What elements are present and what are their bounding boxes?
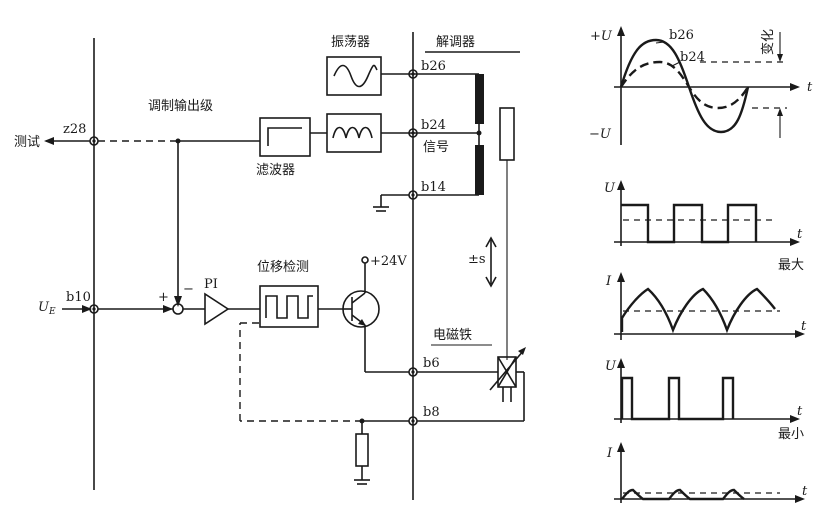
i-label-min: I: [606, 446, 613, 461]
terminal-label-b10: b10: [66, 290, 91, 305]
filter-block: [259, 117, 311, 157]
displacement-detection-label: 位移检测: [257, 260, 309, 275]
oscillator-label: 振荡器: [331, 35, 370, 50]
minus-u-label: −U: [589, 127, 612, 142]
demodulator-label: 解调器: [436, 35, 475, 50]
waveform-graph-u-min: U t 最小: [605, 358, 804, 442]
min-label: 最小: [778, 427, 804, 442]
waveform-graph-b26-b24: +U −U t b26 b24 变化: [589, 26, 813, 145]
t-label-2: t: [797, 227, 803, 242]
electromagnet-label: 电磁铁: [433, 328, 472, 343]
modulator-output-stage-label: 调制输出级: [148, 98, 213, 114]
b26-wave-label: b26: [669, 28, 694, 43]
pi-amplifier: [204, 292, 230, 326]
terminal-label-z28: z28: [63, 122, 86, 137]
i-label-max: I: [605, 274, 612, 289]
t-label-1: t: [807, 80, 813, 95]
sum-minus-label: −: [183, 282, 194, 297]
supply-label: +24V: [370, 254, 407, 269]
b24-wave: [619, 60, 750, 110]
terminal-label-b26: b26: [421, 59, 446, 74]
voltage-wave-min: [620, 376, 735, 421]
stroke-label: ±s: [468, 252, 486, 267]
coil-upper: [475, 74, 484, 124]
waveform-graph-i-max: I t: [605, 272, 807, 340]
waveform-graph-u-max: U t 最大: [604, 180, 804, 273]
filter-label: 滤波器: [256, 163, 295, 178]
sine-wave-icon: [333, 64, 378, 88]
oscillator-block: [326, 56, 382, 96]
u-label-max: U: [604, 181, 616, 196]
terminal-label-b24: b24: [421, 118, 446, 133]
coil-lower: [475, 145, 484, 195]
sensor-plunger: [499, 107, 515, 161]
sum-plus-label: +: [158, 290, 169, 305]
t-label-4: t: [797, 404, 803, 419]
displacement-detection-block: [259, 285, 319, 328]
square-wave-icon: [265, 295, 313, 319]
plus-u-label: +U: [590, 29, 613, 44]
current-wave-max: [620, 287, 776, 334]
terminal-label-b6: b6: [423, 356, 440, 371]
pi-label: PI: [204, 277, 218, 292]
b24-wave-label: b24: [680, 50, 705, 65]
filter-step-icon: [267, 127, 302, 146]
voltage-wave-max: [621, 203, 758, 244]
change-label: 变化: [760, 29, 776, 55]
terminal-label-b8: b8: [423, 405, 440, 420]
input-voltage-label: UE: [38, 300, 56, 317]
supply-terminal: [361, 256, 369, 264]
test-label: 测试: [14, 135, 40, 150]
t-label-5: t: [802, 484, 808, 499]
u-label-min: U: [605, 359, 617, 374]
signal-label: 信号: [423, 140, 449, 155]
t-label-3: t: [801, 319, 807, 334]
waveform-graph-i-min: I t: [606, 442, 808, 503]
terminal-label-b14: b14: [421, 180, 446, 195]
rectified-wave-icon: [332, 126, 373, 139]
current-wave-min: [621, 488, 745, 501]
sense-resistor: [355, 433, 369, 467]
max-label: 最大: [778, 258, 804, 273]
